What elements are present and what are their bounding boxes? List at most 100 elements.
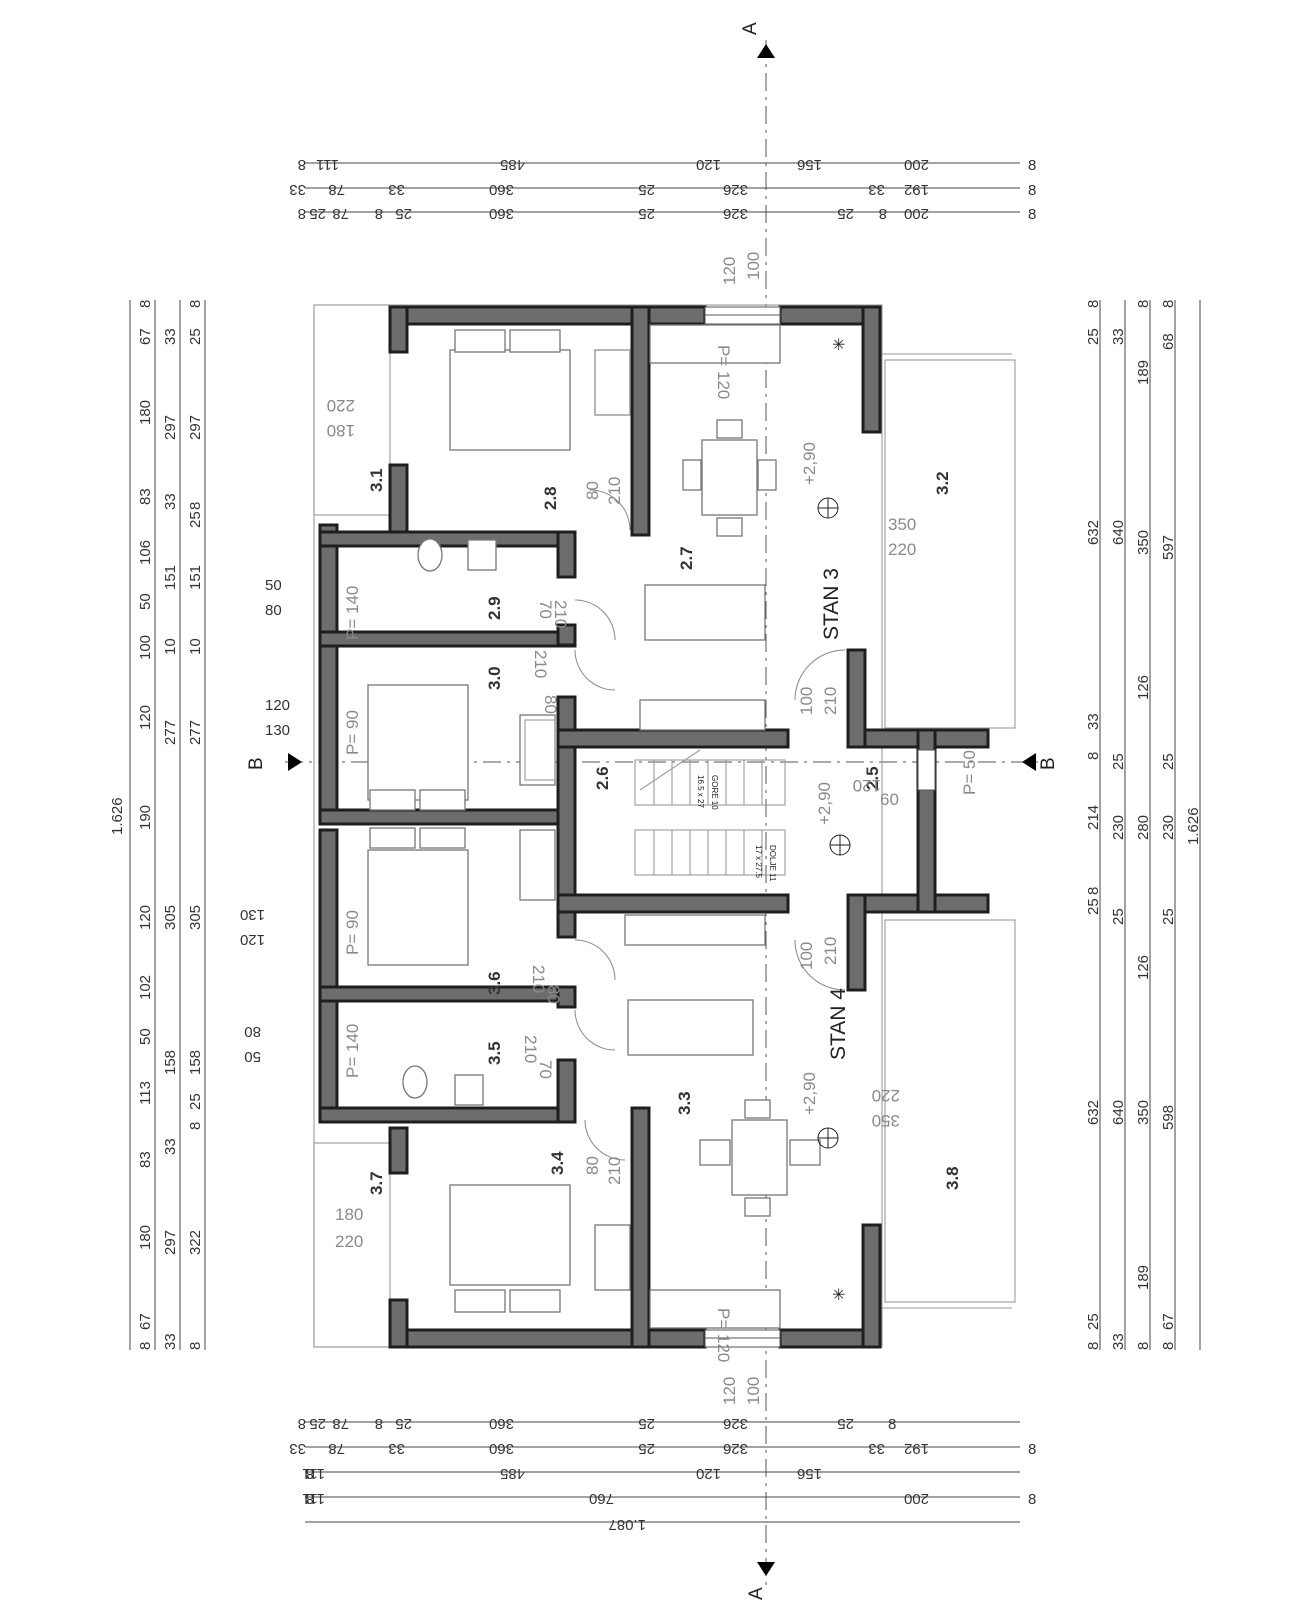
svg-text:111: 111: [302, 1465, 325, 1482]
fire-detector-icon: ✳: [832, 337, 845, 354]
svg-text:230: 230: [1160, 815, 1177, 840]
svg-text:297: 297: [187, 415, 204, 440]
svg-text:210: 210: [531, 650, 550, 678]
svg-text:50: 50: [137, 1028, 154, 1045]
svg-text:120: 120: [720, 257, 739, 285]
svg-text:8: 8: [1085, 752, 1102, 760]
total-height-right: 1.626: [1185, 807, 1202, 845]
svg-text:33: 33: [162, 1333, 179, 1350]
svg-text:17 x 27.5: 17 x 27.5: [754, 845, 763, 878]
opening-dims: 220 180 350 220 50 80 120 130 130 120 80…: [240, 396, 916, 1251]
svg-text:8: 8: [1135, 300, 1152, 308]
svg-text:25: 25: [1110, 908, 1127, 925]
apartment-labels: STAN 3 STAN 4 +2,90 +2,90 +2,90: [800, 442, 850, 1115]
svg-text:33: 33: [388, 181, 405, 198]
svg-text:189: 189: [1135, 360, 1152, 385]
svg-text:220: 220: [335, 1232, 363, 1251]
room-3-4: 3.4: [548, 1151, 567, 1175]
svg-text:8: 8: [1028, 182, 1036, 199]
svg-text:102: 102: [137, 975, 154, 1000]
svg-text:60: 60: [880, 790, 899, 809]
svg-text:120: 120: [265, 697, 290, 714]
svg-text:P= 120: P= 120: [714, 1308, 733, 1362]
svg-text:305: 305: [162, 905, 179, 930]
room-3-2: 3.2: [933, 471, 952, 495]
svg-text:25: 25: [1085, 328, 1102, 345]
svg-text:25: 25: [1160, 753, 1177, 770]
svg-text:33: 33: [289, 1440, 306, 1457]
svg-text:326: 326: [723, 1415, 748, 1432]
svg-text:8: 8: [1085, 300, 1102, 308]
svg-text:120: 120: [696, 1465, 721, 1482]
svg-text:33: 33: [162, 493, 179, 510]
svg-text:326: 326: [723, 181, 748, 198]
svg-text:126: 126: [1135, 955, 1152, 980]
svg-text:100: 100: [744, 1377, 763, 1405]
door-swings: [574, 489, 846, 1161]
svg-text:350: 350: [1135, 1100, 1152, 1125]
room-3-5: 3.5: [485, 1041, 504, 1065]
room-2-8: 2.8: [541, 486, 560, 510]
staircase: GORE 10 DOLJE 11 16.5 x 27 17 x 27.5: [634, 749, 786, 882]
svg-text:8: 8: [306, 1490, 314, 1507]
svg-text:192: 192: [904, 181, 929, 198]
room-3-1: 3.1: [367, 468, 386, 492]
svg-text:220: 220: [888, 540, 916, 559]
svg-text:25: 25: [1160, 908, 1177, 925]
room-2-5: 2.5: [863, 766, 882, 790]
svg-text:80: 80: [265, 602, 282, 619]
svg-text:10: 10: [162, 638, 179, 655]
svg-text:8: 8: [1028, 1441, 1036, 1458]
svg-text:151: 151: [187, 565, 204, 590]
svg-text:485: 485: [500, 156, 525, 173]
svg-text:277: 277: [162, 720, 179, 745]
svg-text:78: 78: [328, 1440, 345, 1457]
svg-text:33: 33: [868, 1440, 885, 1457]
svg-text:25: 25: [395, 205, 412, 222]
svg-text:210: 210: [821, 937, 840, 965]
svg-text:210: 210: [605, 1157, 624, 1185]
room-3-7: 3.7: [367, 1171, 386, 1195]
svg-text:33: 33: [162, 1138, 179, 1155]
section-b-label-right: B: [1038, 757, 1059, 770]
section-b-arrow-right: [1022, 753, 1036, 771]
svg-text:P= 140: P= 140: [343, 586, 362, 640]
svg-text:70: 70: [536, 600, 555, 619]
room-numbers: 2.6 2.7 2.8 2.9 3.0 3.1 3.2 2.5 3.3 3.4 …: [367, 468, 962, 1195]
svg-text:78: 78: [332, 205, 349, 222]
svg-text:120: 120: [720, 1377, 739, 1405]
svg-text:360: 360: [489, 205, 514, 222]
svg-text:180: 180: [327, 421, 355, 440]
right-dimension-chains: 8 25 632 33 8 214 8 25 632 25 8 33 640 2…: [1085, 300, 1202, 1350]
svg-text:760: 760: [589, 1490, 614, 1507]
svg-text:220: 220: [327, 396, 355, 415]
svg-text:322: 322: [187, 1230, 204, 1255]
svg-text:189: 189: [1135, 1265, 1152, 1290]
room-3-0: 3.0: [485, 666, 504, 690]
svg-text:33: 33: [1085, 713, 1102, 730]
svg-text:33: 33: [162, 328, 179, 345]
svg-text:350: 350: [888, 515, 916, 534]
svg-text:25: 25: [309, 205, 326, 222]
apartment-label-stan-4: STAN 4: [827, 988, 850, 1060]
svg-text:25: 25: [638, 205, 655, 222]
svg-text:280: 280: [1135, 815, 1152, 840]
section-a-arrow-top: [757, 44, 775, 58]
svg-text:8: 8: [1135, 1342, 1152, 1350]
svg-text:8: 8: [187, 300, 204, 308]
svg-text:25: 25: [837, 1415, 854, 1432]
svg-text:597: 597: [1160, 535, 1177, 560]
balcony-3-8: [884, 919, 1016, 1303]
furniture: [367, 324, 821, 1329]
svg-text:8: 8: [187, 1122, 204, 1130]
svg-text:25: 25: [187, 1093, 204, 1110]
windows: [704, 306, 936, 1348]
svg-text:120: 120: [240, 931, 265, 948]
svg-text:83: 83: [137, 488, 154, 505]
svg-text:180: 180: [335, 1205, 363, 1224]
svg-text:305: 305: [187, 905, 204, 930]
svg-text:220: 220: [872, 1086, 900, 1105]
svg-text:120: 120: [137, 905, 154, 930]
left-dimension-chains: 1.626 8 67 180 83 106 50 100 120 190 120…: [109, 300, 206, 1350]
svg-text:25: 25: [1085, 898, 1102, 915]
